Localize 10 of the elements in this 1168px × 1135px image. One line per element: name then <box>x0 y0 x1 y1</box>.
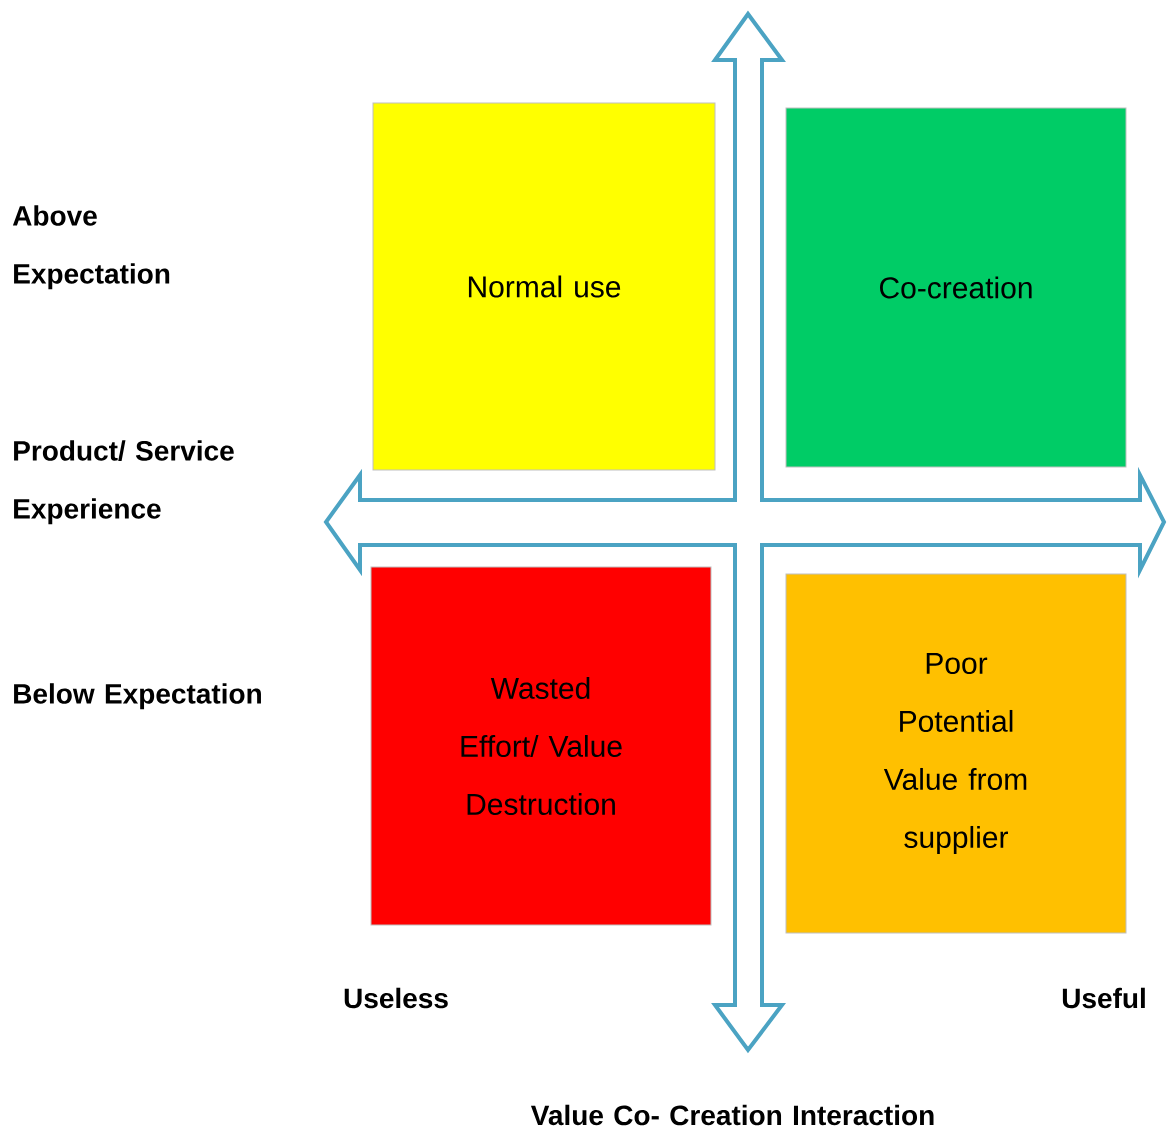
axis-label: Value Co- Creation Interaction <box>530 1104 934 1126</box>
axis-label: Product/ Service Experience <box>14 440 234 525</box>
axis-label: Below Expectation <box>14 683 261 710</box>
quadrant-box: Normal use <box>372 102 716 471</box>
quadrant-box: Co-creation <box>785 107 1127 468</box>
quadrant-box: Wasted Effort/ Value Destruction <box>370 566 712 926</box>
axis-label: Above Expectation <box>12 205 170 290</box>
axis-label: Useful <box>1062 987 1145 1009</box>
axis-label: Useless <box>344 987 448 1009</box>
quadrant-box: Poor Potential Value from supplier <box>785 573 1127 934</box>
